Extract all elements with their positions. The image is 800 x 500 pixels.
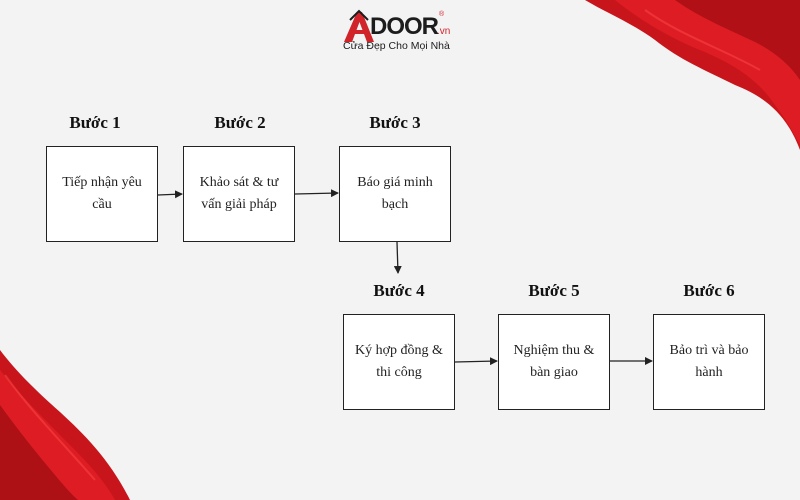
arrow-step-1-to-2 bbox=[157, 190, 183, 199]
step-1-label: Bước 1 bbox=[69, 113, 121, 132]
logo-tagline: Cửa Đẹp Cho Mọi Nhà bbox=[343, 40, 450, 52]
logo-brand-text: DOOR bbox=[370, 13, 439, 40]
arrow-step-3-to-4 bbox=[393, 241, 402, 274]
step-4-box: Ký hợp đồng & thi công bbox=[343, 314, 455, 410]
step-3-box: Báo giá minh bạch bbox=[339, 146, 451, 242]
step-4-label: Bước 4 bbox=[373, 281, 425, 300]
logo-domain-suffix: .vn bbox=[437, 26, 451, 37]
step-6-box: Bảo trì và bảo hành bbox=[653, 314, 765, 410]
step-6-label: Bước 6 bbox=[683, 281, 735, 300]
step-1-text: Tiếp nhận yêu cầu bbox=[62, 174, 142, 212]
step-2-text: Khảo sát & tư vấn giải pháp bbox=[199, 174, 279, 212]
red-ribbon-bottom-left bbox=[0, 350, 130, 500]
step-5-label: Bước 5 bbox=[528, 281, 580, 300]
house-a-logo-icon bbox=[344, 9, 374, 42]
step-3-label: Bước 3 bbox=[369, 113, 421, 132]
step-6-text: Bảo trì và bảo hành bbox=[669, 342, 749, 380]
step-5-text: Nghiệm thu & bàn giao bbox=[513, 342, 595, 380]
red-ribbon-top-right bbox=[585, 0, 800, 150]
step-3-text: Báo giá minh bạch bbox=[357, 174, 433, 212]
step-4-text: Ký hợp đồng & thi công bbox=[355, 342, 443, 380]
logo-registered-mark: ® bbox=[439, 11, 445, 18]
arrow-step-2-to-3 bbox=[294, 189, 339, 198]
step-2-label: Bước 2 bbox=[214, 113, 266, 132]
arrow-step-4-to-5 bbox=[454, 357, 498, 366]
step-1-box: Tiếp nhận yêu cầu bbox=[46, 146, 158, 242]
step-2-box: Khảo sát & tư vấn giải pháp bbox=[183, 146, 295, 242]
step-5-box: Nghiệm thu & bàn giao bbox=[498, 314, 610, 410]
adoor-logo: DOOR ® .vn Cửa Đẹp Cho Mọi Nhà bbox=[342, 6, 462, 58]
